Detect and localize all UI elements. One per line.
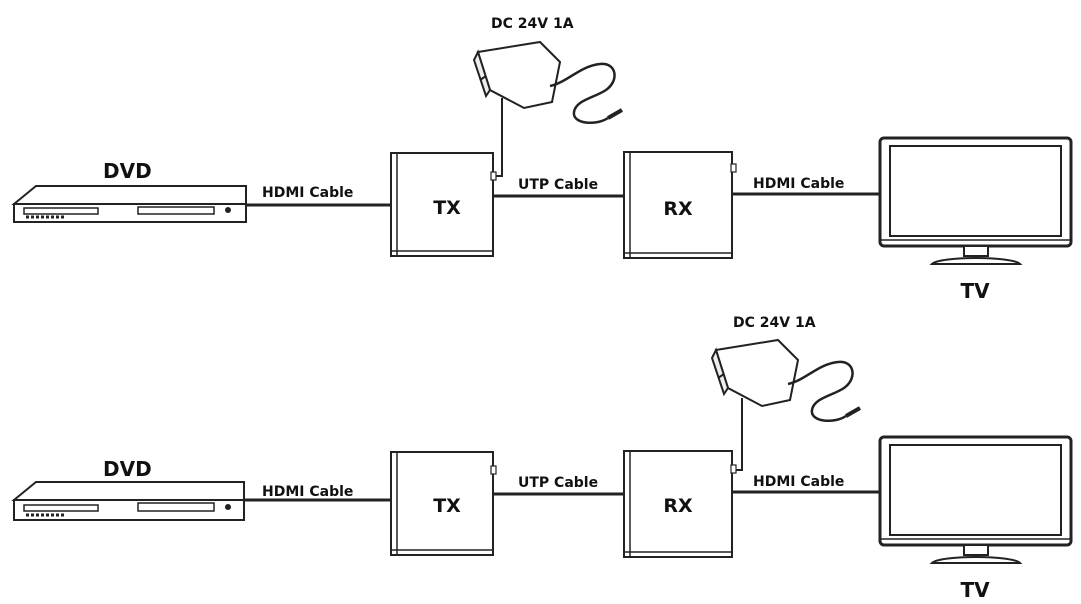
- rx-label: RX: [663, 198, 693, 220]
- dvd-label: DVD: [103, 457, 152, 481]
- dvd-player-icon: [11, 481, 245, 521]
- tv-label: TV: [960, 578, 990, 602]
- tx-box: [390, 152, 497, 257]
- dvd-label: DVD: [103, 159, 152, 183]
- utp-cable-label: UTP Cable: [518, 475, 598, 491]
- tx-box: [390, 451, 497, 556]
- power-label: DC 24V 1A: [733, 315, 816, 331]
- hdmi-cable-label: HDMI Cable: [262, 185, 353, 201]
- power-adapter-icon: [472, 40, 623, 177]
- dvd-player-icon: [11, 185, 247, 223]
- tv-icon: [878, 136, 1073, 265]
- hdmi-cable-label: HDMI Cable: [753, 474, 844, 490]
- tv-icon: [878, 435, 1073, 564]
- row-2: DC 24V 1A DVD HDMI Cable TX UTP Cable: [11, 315, 1073, 602]
- rx-label: RX: [663, 495, 693, 517]
- power-adapter-icon: [710, 338, 861, 471]
- utp-cable-label: UTP Cable: [518, 177, 598, 193]
- power-label: DC 24V 1A: [491, 16, 574, 32]
- tv-label: TV: [960, 279, 990, 303]
- row-1: DC 24V 1A DVD HDMI Cable TX UTP Cable: [11, 16, 1073, 303]
- rx-box: [623, 450, 737, 558]
- tx-label: TX: [433, 197, 461, 219]
- hdmi-cable-label: HDMI Cable: [262, 484, 353, 500]
- rx-box: [623, 151, 737, 259]
- hdmi-cable-label: HDMI Cable: [753, 176, 844, 192]
- tx-label: TX: [433, 495, 461, 517]
